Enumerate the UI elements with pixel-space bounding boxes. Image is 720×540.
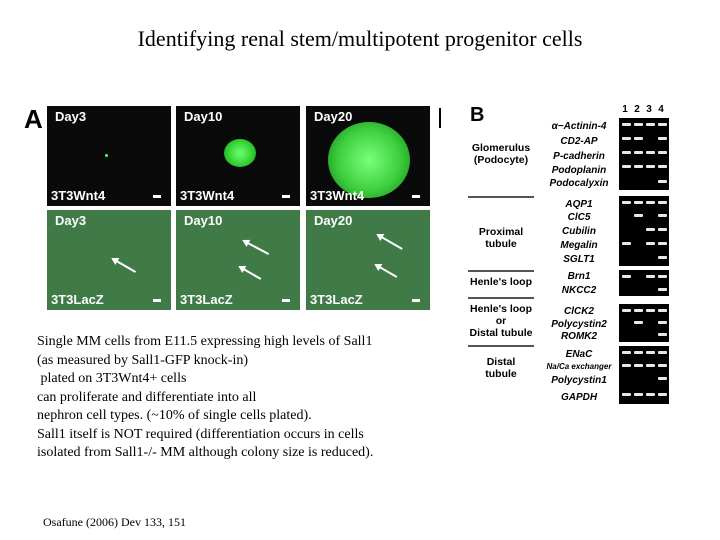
- lane-number: 3: [646, 104, 652, 115]
- cell-colony: [328, 122, 410, 198]
- micrograph-wnt4-day3: Day3 3T3Wnt4: [47, 106, 171, 206]
- lane-number: 4: [658, 104, 664, 115]
- group-divider: [468, 297, 534, 299]
- gene-label: Na/Ca exchanger: [546, 362, 612, 371]
- scale-bar: [282, 195, 290, 198]
- gene-label: Polycystin2: [551, 319, 607, 330]
- gene-label: ROMK2: [560, 331, 598, 342]
- gene-label: GAPDH: [560, 392, 598, 403]
- gene-label: P-cadherin: [553, 151, 605, 162]
- gel-strip-henle: [619, 270, 669, 296]
- gene-label: Cubilin: [562, 226, 596, 237]
- gene-label: AQP1: [565, 199, 593, 210]
- gene-label: Megalin: [560, 240, 598, 251]
- scale-bar: [412, 195, 420, 198]
- micrograph-wnt4-day10: Day10 3T3Wnt4: [176, 106, 300, 206]
- tile-line-label: 3T3Wnt4: [310, 188, 365, 203]
- group-divider: [468, 196, 534, 198]
- gene-label: SGLT1: [563, 254, 595, 265]
- tile-line-label: 3T3Wnt4: [180, 188, 235, 203]
- micrograph-lacz-day3: Day3 3T3LacZ: [47, 210, 171, 310]
- arrow-icon: [239, 266, 262, 280]
- panel-b-letter: B: [470, 104, 485, 126]
- gel-strip-proximal: [619, 196, 669, 266]
- tile-day-label: Day20: [314, 109, 353, 124]
- arrow-icon: [375, 264, 398, 278]
- panel-a-letter: A: [24, 104, 43, 134]
- micrograph-wnt4-day20: Day20 3T3Wnt4: [306, 106, 430, 206]
- tile-line-label: 3T3LacZ: [310, 292, 363, 307]
- tile-day-label: Day10: [184, 213, 223, 228]
- scale-bar: [412, 299, 420, 302]
- micrograph-lacz-day20: Day20 3T3LacZ: [306, 210, 430, 310]
- gene-label: ClCK2: [563, 306, 594, 317]
- group-label-distal: Distal tubule: [485, 356, 517, 380]
- slide-title: Identifying renal stem/multipotent proge…: [137, 26, 583, 51]
- group-label-henle: Henle's loop: [469, 276, 532, 288]
- gene-label: ENaC: [565, 349, 593, 360]
- gene-label: CD2-AP: [560, 136, 598, 147]
- arrow-icon: [377, 234, 403, 250]
- gel-strip-glomerulus: [619, 118, 669, 190]
- cell-colony: [224, 139, 256, 167]
- gene-label: Polycystin1: [551, 375, 607, 386]
- lane-number: 2: [634, 104, 640, 115]
- tile-line-label: 3T3LacZ: [180, 292, 233, 307]
- gene-label: ClC5: [567, 212, 591, 223]
- gene-label: Podoplanin: [551, 165, 607, 176]
- group-label-proximal: Proximal tubule: [478, 226, 524, 250]
- group-divider: [468, 270, 534, 272]
- arrow-icon: [112, 258, 137, 273]
- gene-label: NKCC2: [561, 285, 597, 296]
- gene-label: Brn1: [567, 271, 591, 282]
- lane-number: 1: [622, 104, 628, 115]
- tile-day-label: Day3: [55, 109, 87, 124]
- scale-bar: [153, 195, 161, 198]
- tile-day-label: Day3: [55, 213, 87, 228]
- group-divider: [468, 345, 534, 347]
- group-label-henle-or-distal: Henle's loop or Distal tubule: [469, 303, 533, 339]
- gel-strip-henle-or-distal: [619, 304, 669, 342]
- scale-bar: [153, 299, 161, 302]
- gel-strip-distal: [619, 346, 669, 404]
- group-label-glomerulus: Glomerulus (Podocyte): [471, 142, 531, 166]
- tile-day-label: Day10: [184, 109, 223, 124]
- scale-bar: [282, 299, 290, 302]
- tile-line-label: 3T3LacZ: [51, 292, 104, 307]
- gene-label: Podocalyxin: [549, 178, 609, 189]
- gene-label: α−Actinin-4: [551, 121, 607, 132]
- description-text: Single MM cells from E11.5 expressing hi…: [37, 334, 374, 460]
- tile-line-label: 3T3Wnt4: [51, 188, 106, 203]
- citation: Osafune (2006) Dev 133, 151: [43, 515, 186, 529]
- tile-day-label: Day20: [314, 213, 353, 228]
- single-cell-dot: [105, 154, 108, 157]
- micrograph-lacz-day10: Day10 3T3LacZ: [176, 210, 300, 310]
- arrow-icon: [243, 240, 270, 256]
- panel-separator: [439, 108, 441, 128]
